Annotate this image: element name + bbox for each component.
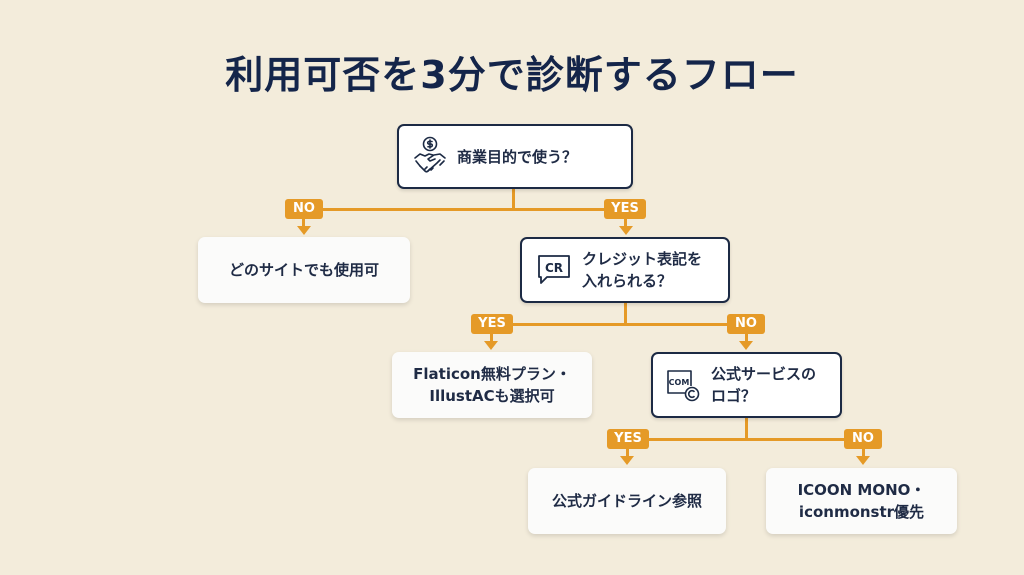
arrow-down-icon: [297, 226, 311, 235]
result-flaticon-illustac: Flaticon無料プラン・ IllustACも選択可: [392, 352, 592, 418]
branch-label-yes: YES: [607, 429, 649, 449]
result-any-site: どのサイトでも使用可: [198, 237, 410, 303]
question-text: クレジット表記を 入れられる？: [582, 250, 703, 290]
connector: [624, 219, 627, 227]
arrow-down-icon: [620, 456, 634, 465]
arrow-down-icon: [484, 341, 498, 350]
result-official-guidelines: 公式ガイドライン参照: [528, 468, 726, 534]
connector: [745, 334, 748, 342]
arrow-down-icon: [856, 456, 870, 465]
connector: [624, 302, 627, 324]
branch-label-yes: YES: [604, 199, 646, 219]
handshake-dollar-icon: [413, 136, 447, 178]
connector: [626, 449, 629, 457]
arrow-down-icon: [619, 226, 633, 235]
result-text: ICOON MONO・ iconmonstr優先: [797, 481, 926, 521]
connector: [302, 219, 305, 227]
question-text: 公式サービスの ロゴ？: [711, 365, 817, 405]
result-icoon-iconmonstr: ICOON MONO・ iconmonstr優先: [766, 468, 957, 534]
branch-label-no: NO: [844, 429, 882, 449]
branch-label-no: NO: [727, 314, 765, 334]
result-text: Flaticon無料プラン・ IllustACも選択可: [413, 365, 571, 405]
question-credit-notation: CR クレジット表記を 入れられる？: [520, 237, 730, 303]
result-text: どのサイトでも使用可: [228, 261, 379, 279]
result-text: 公式ガイドライン参照: [551, 492, 702, 510]
branch-label-yes: YES: [471, 314, 513, 334]
connector: [745, 417, 748, 439]
connector: [490, 334, 493, 342]
question-text: 商業目的で使う？: [457, 147, 578, 166]
com-copyright-icon: COM: [665, 368, 701, 402]
cr-speech-bubble-icon: CR: [536, 253, 572, 287]
branch-label-no: NO: [285, 199, 323, 219]
question-commercial-use: 商業目的で使う？: [397, 124, 633, 189]
arrow-down-icon: [739, 341, 753, 350]
svg-text:COM: COM: [669, 378, 690, 387]
question-official-logo: COM 公式サービスの ロゴ？: [651, 352, 842, 418]
svg-text:CR: CR: [545, 261, 563, 275]
connector: [862, 449, 865, 457]
connector: [512, 188, 515, 209]
connector: [303, 208, 627, 211]
connector: [627, 438, 863, 441]
connector: [490, 323, 746, 326]
page-title: 利用可否を3分で診断するフロー: [225, 53, 799, 97]
